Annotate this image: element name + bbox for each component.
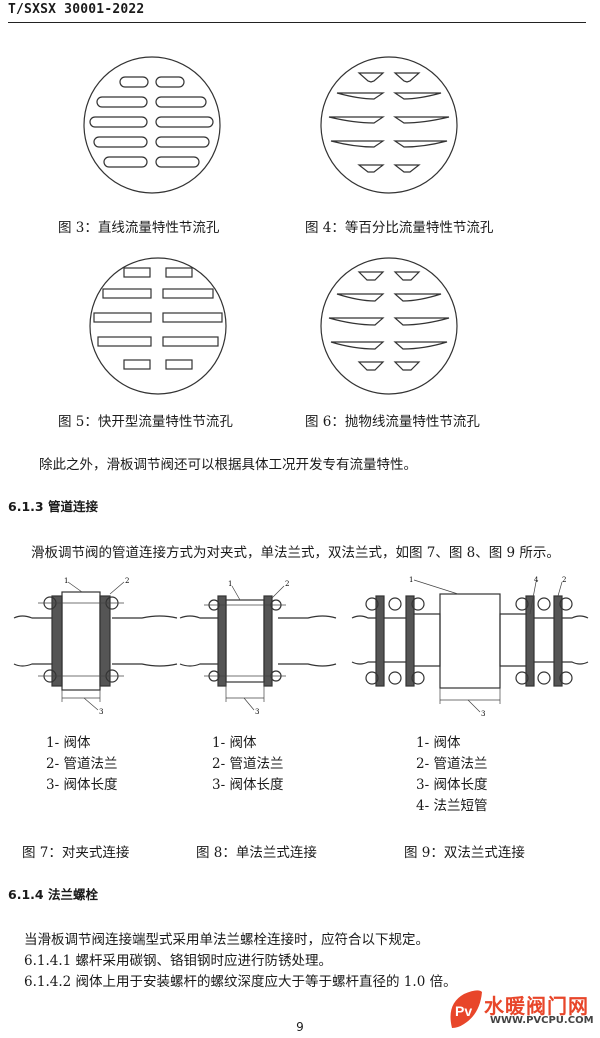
fig7-caption: 图 7：对夹式连接 — [22, 845, 130, 861]
fig3-orifice-linear — [83, 56, 221, 194]
fig8-single-flange-drawing: 1 2 3 — [179, 580, 337, 716]
legend-item: 1- 阀体 — [416, 735, 461, 751]
fig7-callout-3: 3 — [99, 708, 103, 716]
watermark-site-name: 水暖阀门网 — [484, 994, 589, 1018]
paragraph-6-1-4-1: 6.1.4.1 螺杆采用碳钢、铬钼钢时应进行防锈处理。 — [24, 953, 333, 969]
watermark-logo: Pv 水暖阀门网 WWW.PVCPU.COM — [444, 988, 594, 1034]
paragraph-custom-characteristics: 除此之外，滑板调节阀还可以根据具体工况开发专有流量特性。 — [39, 457, 417, 473]
fig4-caption: 图 4：等百分比流量特性节流孔 — [305, 220, 494, 236]
legend-item: 4- 法兰短管 — [416, 798, 488, 814]
fig8-legend: 1- 阀体 2- 管道法兰 3- 阀体长度 — [212, 733, 283, 796]
section-heading-6-1-3: 6.1.3 管道连接 — [8, 499, 98, 514]
fig8-callout-1: 1 — [228, 580, 232, 588]
fig5-orifice-quick-opening — [89, 257, 227, 395]
legend-item: 1- 阀体 — [212, 735, 257, 751]
fig7-callout-1: 1 — [64, 577, 68, 585]
fig9-callout-2: 2 — [562, 576, 566, 584]
fig7-callout-2: 2 — [125, 577, 129, 585]
legend-item: 3- 阀体长度 — [416, 777, 488, 793]
page-number: 9 — [296, 1020, 304, 1034]
fig9-callout-1: 1 — [409, 576, 413, 584]
fig3-caption: 图 3：直线流量特性节流孔 — [58, 220, 220, 236]
fig9-caption: 图 9：双法兰式连接 — [404, 845, 525, 861]
fig9-callout-3: 3 — [481, 710, 485, 718]
paragraph-6-1-4-2: 6.1.4.2 阀体上用于安装螺杆的螺纹深度应大于等于螺杆直径的 1.0 倍。 — [24, 974, 457, 990]
watermark-site-url: WWW.PVCPU.COM — [490, 1015, 594, 1026]
legend-item: 2- 管道法兰 — [212, 756, 284, 772]
fig8-caption: 图 8：单法兰式连接 — [196, 845, 317, 861]
fig9-legend: 1- 阀体 2- 管道法兰 3- 阀体长度 4- 法兰短管 — [416, 733, 487, 817]
fig6-caption: 图 6：抛物线流量特性节流孔 — [305, 414, 480, 430]
fig7-wafer-drawing: 1 2 3 — [13, 577, 178, 716]
legend-item: 3- 阀体长度 — [46, 777, 118, 793]
document-code: T/SXSX 30001-2022 — [8, 2, 145, 17]
legend-item: 1- 阀体 — [46, 735, 91, 751]
legend-item: 2- 管道法兰 — [416, 756, 488, 772]
fig8-callout-2: 2 — [285, 580, 289, 588]
fig5-caption: 图 5：快开型流量特性节流孔 — [58, 414, 233, 430]
watermark-logo-letters: Pv — [455, 1003, 472, 1019]
section-heading-6-1-4: 6.1.4 法兰螺栓 — [8, 887, 98, 902]
paragraph-connection-types: 滑板调节阀的管道连接方式为对夹式，单法兰式，双法兰式，如图 7、图 8、图 9 … — [31, 545, 560, 561]
fig8-callout-3: 3 — [255, 708, 259, 716]
header-rule — [8, 22, 586, 23]
legend-item: 3- 阀体长度 — [212, 777, 284, 793]
paragraph-flange-bolt-intro: 当滑板调节阀连接端型式采用单法兰螺栓连接时，应符合以下规定。 — [24, 932, 429, 948]
fig9-double-flange-drawing: 1 4 2 3 — [351, 576, 589, 718]
fig4-orifice-equal-percentage — [320, 56, 458, 194]
fig9-callout-4: 4 — [534, 576, 539, 584]
fig7-legend: 1- 阀体 2- 管道法兰 3- 阀体长度 — [46, 733, 117, 796]
watermark-leaf-icon: Pv — [450, 990, 482, 1028]
fig6-orifice-parabolic — [320, 257, 458, 395]
legend-item: 2- 管道法兰 — [46, 756, 118, 772]
